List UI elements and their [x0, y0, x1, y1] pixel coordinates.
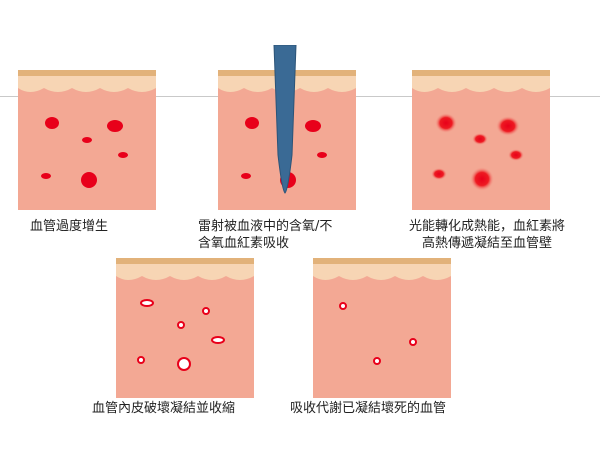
caption-line: 血管內皮破壞凝結並收縮	[92, 401, 236, 416]
caption-step-4: 血管內皮破壞凝結並收縮	[92, 400, 235, 417]
skin-panel-3	[412, 70, 550, 210]
caption-line: 吸收代謝已凝結壞死的血管	[290, 401, 447, 416]
caption-step-5: 吸收代謝已凝結壞死的血管	[290, 400, 446, 417]
heated-vessel	[496, 116, 520, 136]
resorbed-vessel	[409, 338, 417, 346]
blood-vessel	[245, 117, 259, 129]
blood-vessel	[118, 152, 128, 158]
caption-step-2: 雷射被血液中的含氧/不 含氧血紅素吸收	[198, 218, 332, 252]
blood-vessel	[241, 173, 251, 179]
caption-line: 光能轉化成熱能，血紅素將	[408, 219, 565, 234]
blood-vessel	[107, 120, 123, 132]
blood-vessel	[45, 117, 59, 129]
heated-vessel	[508, 149, 524, 161]
caption-step-3: 光能轉化成熱能，血紅素將 高熱傳遞凝結至血管壁	[392, 218, 582, 252]
skin-panel-4	[116, 258, 254, 398]
coagulated-vessel	[177, 357, 191, 371]
caption-line: 雷射被血液中的含氧/不	[198, 219, 333, 234]
coagulated-vessel	[202, 307, 210, 315]
blood-vessel	[82, 137, 92, 143]
blood-vessel	[305, 120, 321, 132]
coagulated-vessel	[137, 356, 145, 364]
heated-vessel	[431, 168, 447, 180]
resorbed-vessel	[373, 357, 381, 365]
caption-step-1: 血管過度增生	[30, 218, 108, 235]
blood-vessel	[81, 172, 97, 188]
coagulated-vessel	[177, 321, 185, 329]
heated-vessel	[472, 133, 488, 145]
coagulated-vessel	[140, 299, 154, 307]
blood-vessel	[317, 152, 327, 158]
caption-line: 含氧血紅素吸收	[198, 236, 290, 251]
resorbed-vessel	[339, 302, 347, 310]
skin-panel-1	[18, 70, 156, 210]
caption-line: 高熱傳遞凝結至血管壁	[421, 236, 552, 251]
coagulated-vessel	[211, 336, 225, 344]
blood-vessel	[41, 173, 51, 179]
skin-panel-5	[313, 258, 451, 398]
heated-vessel	[470, 167, 494, 191]
caption-line: 血管過度增生	[30, 219, 109, 234]
heated-vessel	[435, 113, 457, 133]
laser-probe-icon	[273, 45, 297, 194]
